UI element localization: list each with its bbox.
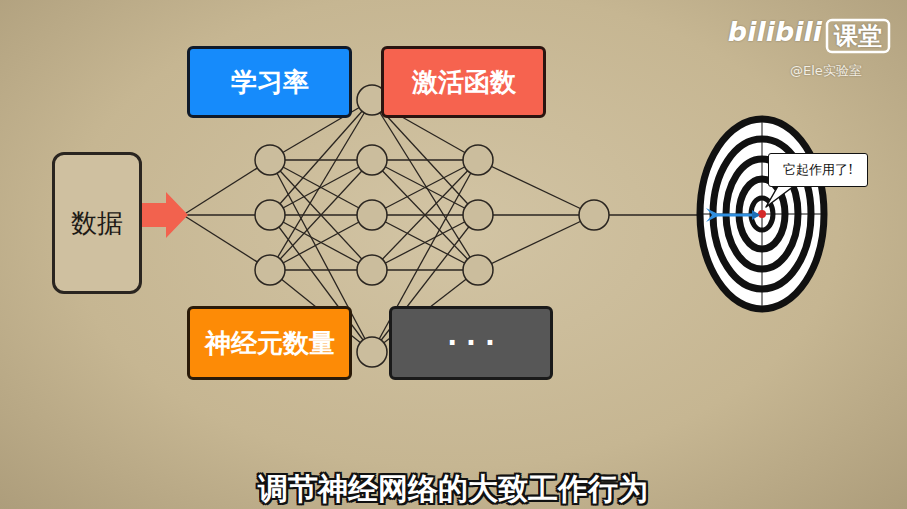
watermark-logo: 课堂 — [834, 20, 882, 52]
input-arrow — [136, 192, 188, 238]
neuron-circle — [463, 255, 493, 285]
neuron-circle — [357, 200, 387, 230]
node-text: 学习率 — [231, 65, 309, 100]
subtitle-caption: 调节神经网络的大致工作行为 — [258, 469, 648, 509]
network-line — [478, 214, 594, 215]
node-text: 数据 — [71, 206, 123, 241]
watermark-box — [827, 20, 889, 52]
network-line — [270, 215, 372, 270]
watermark-logo: bilibili — [728, 16, 822, 47]
network-line — [372, 269, 478, 270]
neuron-circle — [579, 200, 609, 230]
neuron-circle — [255, 200, 285, 230]
node-text: · · · — [447, 328, 495, 358]
network-line — [372, 215, 478, 270]
param-box: 学习率 — [187, 46, 352, 118]
node-text: 它起作用了! — [783, 161, 853, 179]
network-line — [478, 160, 594, 215]
neuron-circle — [255, 255, 285, 285]
neuron-circle — [463, 145, 493, 175]
speech-bubble: 它起作用了! — [768, 153, 868, 187]
neuron-circle — [357, 255, 387, 285]
param-box: · · · — [389, 306, 553, 380]
neuron-circle — [357, 145, 387, 175]
watermark-author: @Ele实验室 — [790, 62, 862, 80]
neuron-circle — [357, 337, 387, 367]
dart — [706, 208, 760, 222]
network-line — [270, 215, 372, 270]
network-line — [372, 100, 478, 270]
network-line — [270, 160, 372, 215]
network-line — [372, 159, 478, 160]
target — [698, 118, 826, 310]
param-box: 激活函数 — [381, 46, 546, 118]
node-text: 激活函数 — [412, 65, 516, 100]
bubble-tail — [766, 186, 794, 207]
neuron-circle — [255, 145, 285, 175]
network-line — [372, 215, 478, 270]
network-line — [478, 215, 594, 270]
network-line — [372, 160, 478, 270]
param-box: 神经元数量 — [187, 306, 352, 380]
network-line — [372, 160, 478, 270]
network-line — [270, 100, 372, 270]
neuron-circle — [463, 200, 493, 230]
data-box: 数据 — [52, 152, 142, 294]
node-text: 神经元数量 — [205, 326, 335, 361]
